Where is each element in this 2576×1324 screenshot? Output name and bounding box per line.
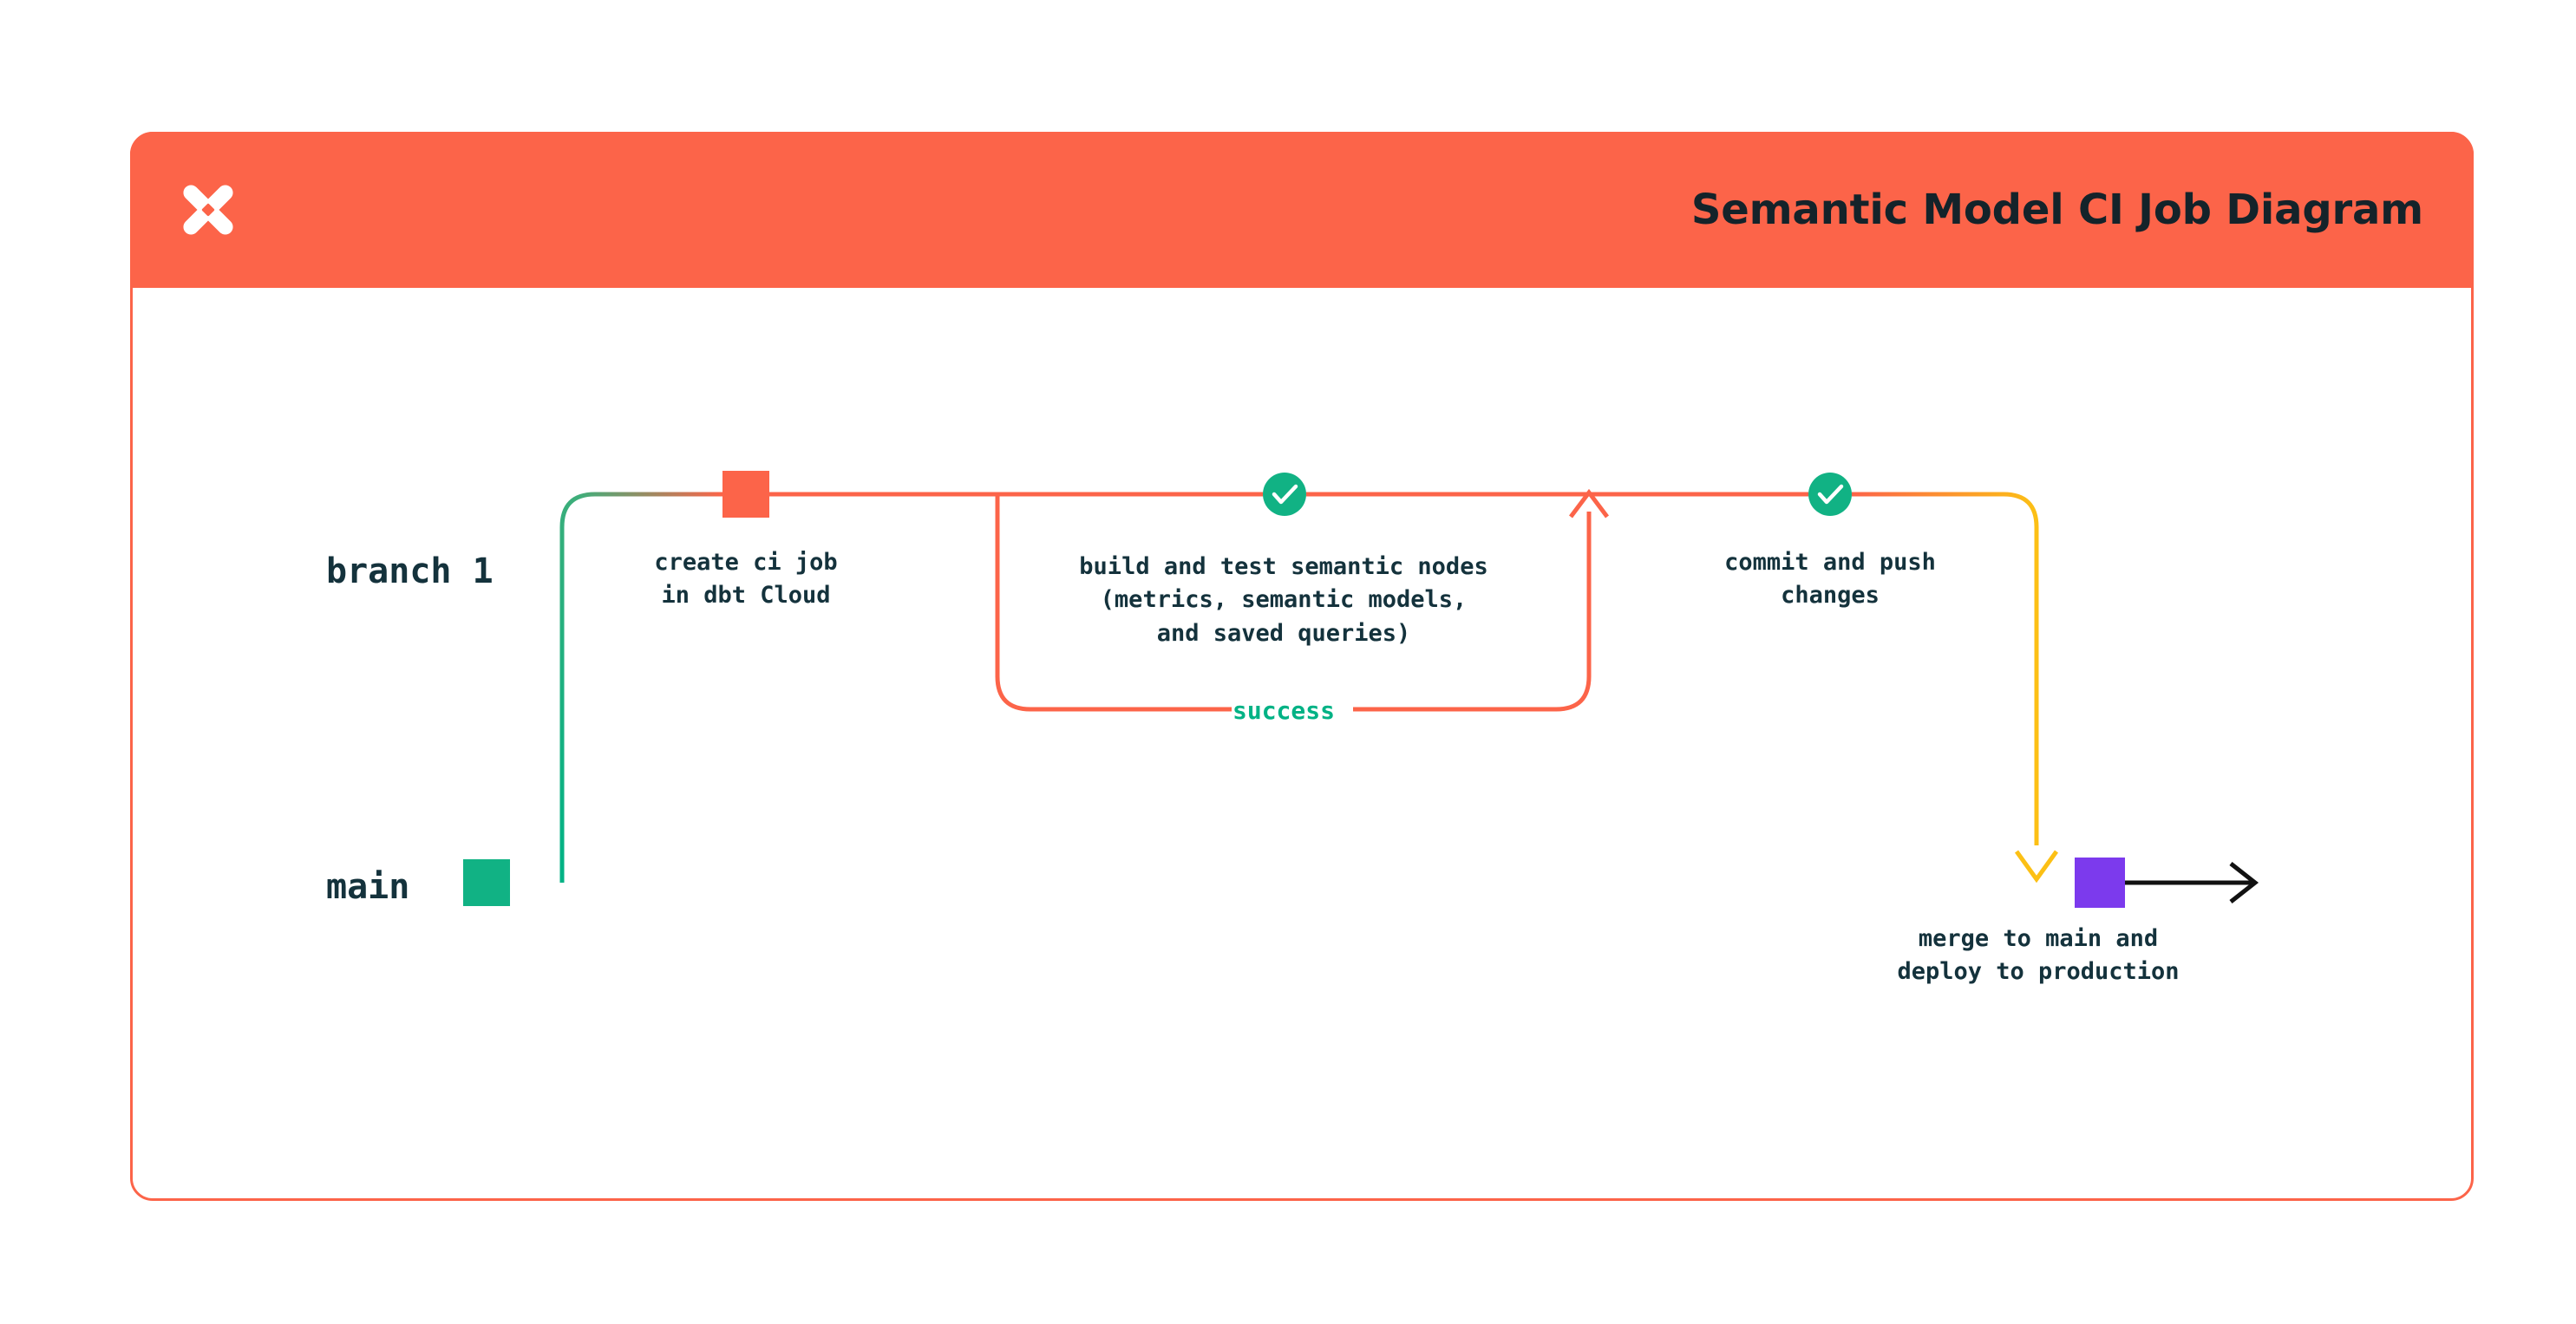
- card-header: Semantic Model CI Job Diagram: [130, 132, 2474, 288]
- lane-label-main: main: [326, 867, 410, 907]
- diagram-card: Semantic Model CI Job Diagram: [130, 132, 2474, 1201]
- lane-label-branch: branch 1: [326, 551, 494, 591]
- node-label-create-ci-job: create ci job in dbt Cloud: [654, 549, 838, 610]
- node-label-commit-and-push: commit and push changes: [1724, 549, 1936, 610]
- node-label-build-and-test: build and test semantic nodes (metrics, …: [1079, 553, 1488, 647]
- node-label-merge-to-main: merge to main and deploy to production: [1897, 925, 2180, 986]
- page-title: Semantic Model CI Job Diagram: [1690, 186, 2423, 234]
- dbt-logo-icon: [172, 173, 245, 246]
- edge-label-success: success: [1232, 696, 1335, 725]
